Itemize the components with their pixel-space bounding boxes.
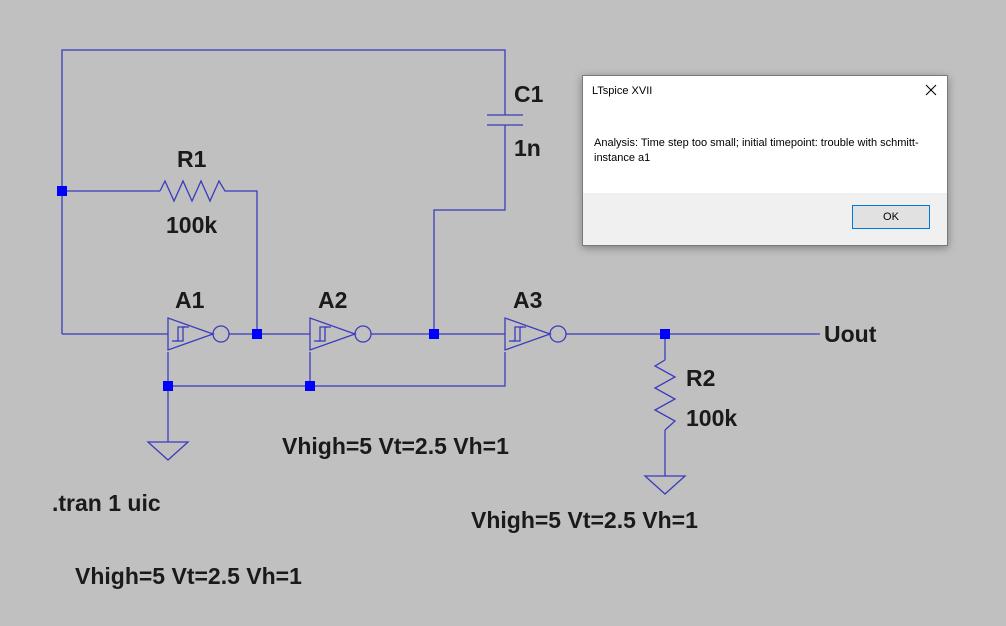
a3-triangle — [504, 317, 552, 351]
a2-bubble — [354, 325, 372, 343]
close-button[interactable] — [915, 76, 947, 104]
wire-feedback-top — [61, 49, 506, 334]
resistor-r1[interactable] — [159, 179, 230, 203]
a2-triangle — [309, 317, 357, 351]
close-icon — [925, 84, 937, 96]
wire-ground-bus — [167, 352, 506, 387]
schmitt-inverter-a1[interactable] — [167, 317, 230, 351]
a2-hysteresis-icon — [314, 326, 328, 342]
dialog-message: Analysis: Time step too small; initial t… — [594, 137, 919, 164]
r2-name-label[interactable]: R2 — [686, 365, 715, 391]
ground-symbol-1[interactable] — [146, 441, 190, 461]
a1-bubble — [212, 325, 230, 343]
junction-nodes — [57, 186, 670, 391]
r2-value-label[interactable]: 100k — [686, 405, 737, 431]
c1-value-label[interactable]: 1n — [514, 135, 541, 161]
junction-node — [429, 329, 439, 339]
spice-directive-params-a1[interactable]: Vhigh=5 Vt=2.5 Vh=1 — [75, 563, 302, 589]
c1-name-label[interactable]: C1 — [514, 81, 544, 107]
a1-hysteresis-icon-b — [175, 326, 189, 342]
schmitt-inverter-a3[interactable] — [504, 317, 567, 351]
wire-r1-right — [230, 190, 258, 334]
junction-node — [305, 381, 315, 391]
a1-hysteresis-icon — [172, 326, 186, 342]
junction-node — [252, 329, 262, 339]
spice-directive-tran[interactable]: .tran 1 uic — [52, 490, 161, 516]
spice-directive-params-a3[interactable]: Vhigh=5 Vt=2.5 Vh=1 — [471, 507, 698, 533]
a3-hysteresis-icon-b — [512, 326, 526, 342]
a3-hysteresis-icon — [509, 326, 523, 342]
junction-node — [660, 329, 670, 339]
a1-name-label[interactable]: A1 — [175, 287, 205, 313]
error-dialog: LTspice XVII Analysis: Time step too sma… — [582, 75, 948, 246]
r1-name-label[interactable]: R1 — [177, 146, 207, 172]
a3-bubble — [549, 325, 567, 343]
spice-directive-params-a2[interactable]: Vhigh=5 Vt=2.5 Vh=1 — [282, 433, 509, 459]
a3-name-label[interactable]: A3 — [513, 287, 542, 313]
resistor-r2[interactable] — [653, 359, 677, 431]
a2-hysteresis-icon-b — [317, 326, 331, 342]
dialog-title: LTspice XVII — [592, 85, 653, 97]
junction-node — [163, 381, 173, 391]
a2-name-label[interactable]: A2 — [318, 287, 347, 313]
net-label-uout[interactable]: Uout — [824, 321, 877, 347]
r1-value-label[interactable]: 100k — [166, 212, 217, 238]
ok-button[interactable]: OK — [852, 205, 930, 229]
dialog-footer: OK — [583, 193, 947, 245]
schmitt-inverter-a2[interactable] — [309, 317, 372, 351]
wire-c1-to-node — [433, 125, 506, 334]
capacitor-c1[interactable] — [487, 114, 523, 126]
a1-triangle — [167, 317, 215, 351]
junction-node — [57, 186, 67, 196]
ground-symbol-2[interactable] — [643, 475, 687, 495]
